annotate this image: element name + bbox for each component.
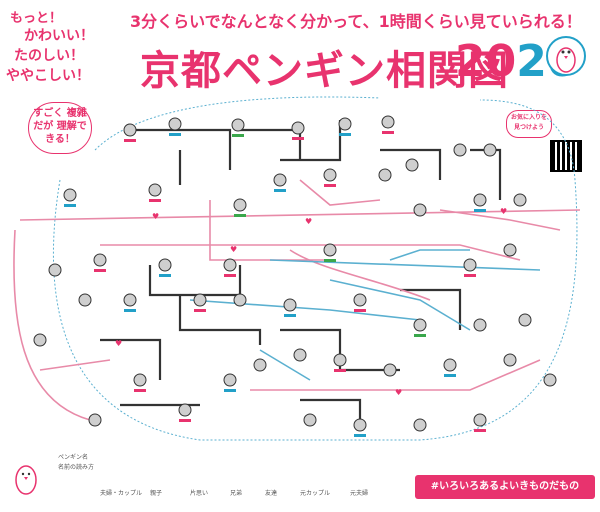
svg-text:♥: ♥	[230, 245, 237, 254]
note-bubble-right: お気に入りを 見つけよう	[506, 110, 552, 138]
legend-item-parent: 親子	[150, 490, 163, 497]
hashtag-banner: #いろいろあるよいきものだもの	[415, 475, 595, 499]
qr-code[interactable]	[550, 140, 582, 172]
legend-item-crush: 片思い	[190, 490, 209, 497]
tagline-2: かわいい！	[24, 28, 94, 44]
svg-text:♥: ♥	[115, 339, 122, 348]
legend-item-friend: 友達	[265, 490, 278, 497]
legend-item-ex-couple: 元カップル	[300, 490, 331, 497]
svg-text:♥: ♥	[395, 388, 402, 397]
svg-text:♥: ♥	[152, 212, 159, 221]
tagline-4: ややこしい！	[6, 68, 90, 84]
tagline-1: もっと！	[10, 11, 63, 26]
page-title: 京都ペンギン相関図	[140, 48, 509, 94]
tagline-3: たのしい！	[14, 48, 84, 64]
penguin-icon	[15, 465, 37, 495]
svg-text:♥: ♥	[305, 217, 312, 226]
penguin-mascot-icon	[546, 36, 586, 76]
legend-item-sibling: 兄弟	[230, 490, 243, 497]
subtitle: 3分くらいでなんとなく分かって、1時間くらい見ていられる！	[130, 12, 582, 31]
legend-name-label: ペンギン名	[58, 454, 89, 461]
svg-text:♥: ♥	[500, 207, 507, 216]
legend-reading-label: 名前の読み方	[58, 464, 95, 471]
legend-item-couple: 夫婦・カップル	[100, 490, 143, 497]
legend-item-ex-married: 元夫婦	[350, 490, 369, 497]
year-part-a: 20	[455, 36, 517, 87]
note-bubble-left: すごく 複雑だが 理解できる！	[28, 102, 92, 154]
